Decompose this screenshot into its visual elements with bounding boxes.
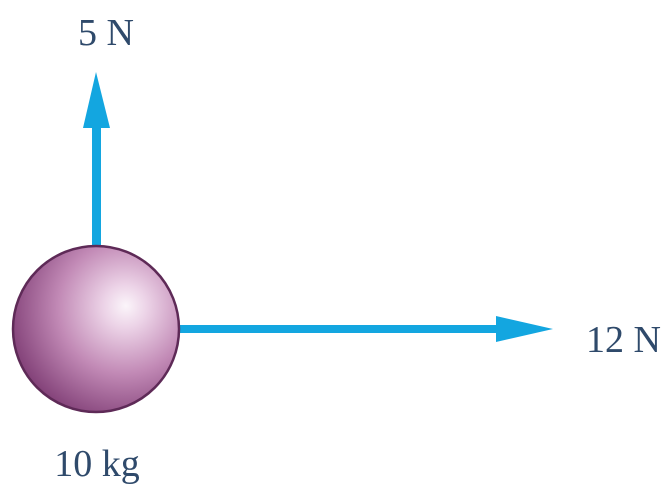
horizontal-force-label: 12 N [586,319,661,361]
right-arrowhead-icon [496,316,553,342]
vertical-force-label: 5 N [78,12,134,54]
vertical-arrow-shaft [92,122,101,252]
horizontal-force-arrow [176,316,553,342]
vertical-force-arrow [83,72,110,252]
mass-label: 10 kg [54,443,140,485]
mass-sphere [11,244,181,414]
up-arrowhead-icon [83,72,110,128]
horizontal-arrow-shaft [176,325,506,333]
